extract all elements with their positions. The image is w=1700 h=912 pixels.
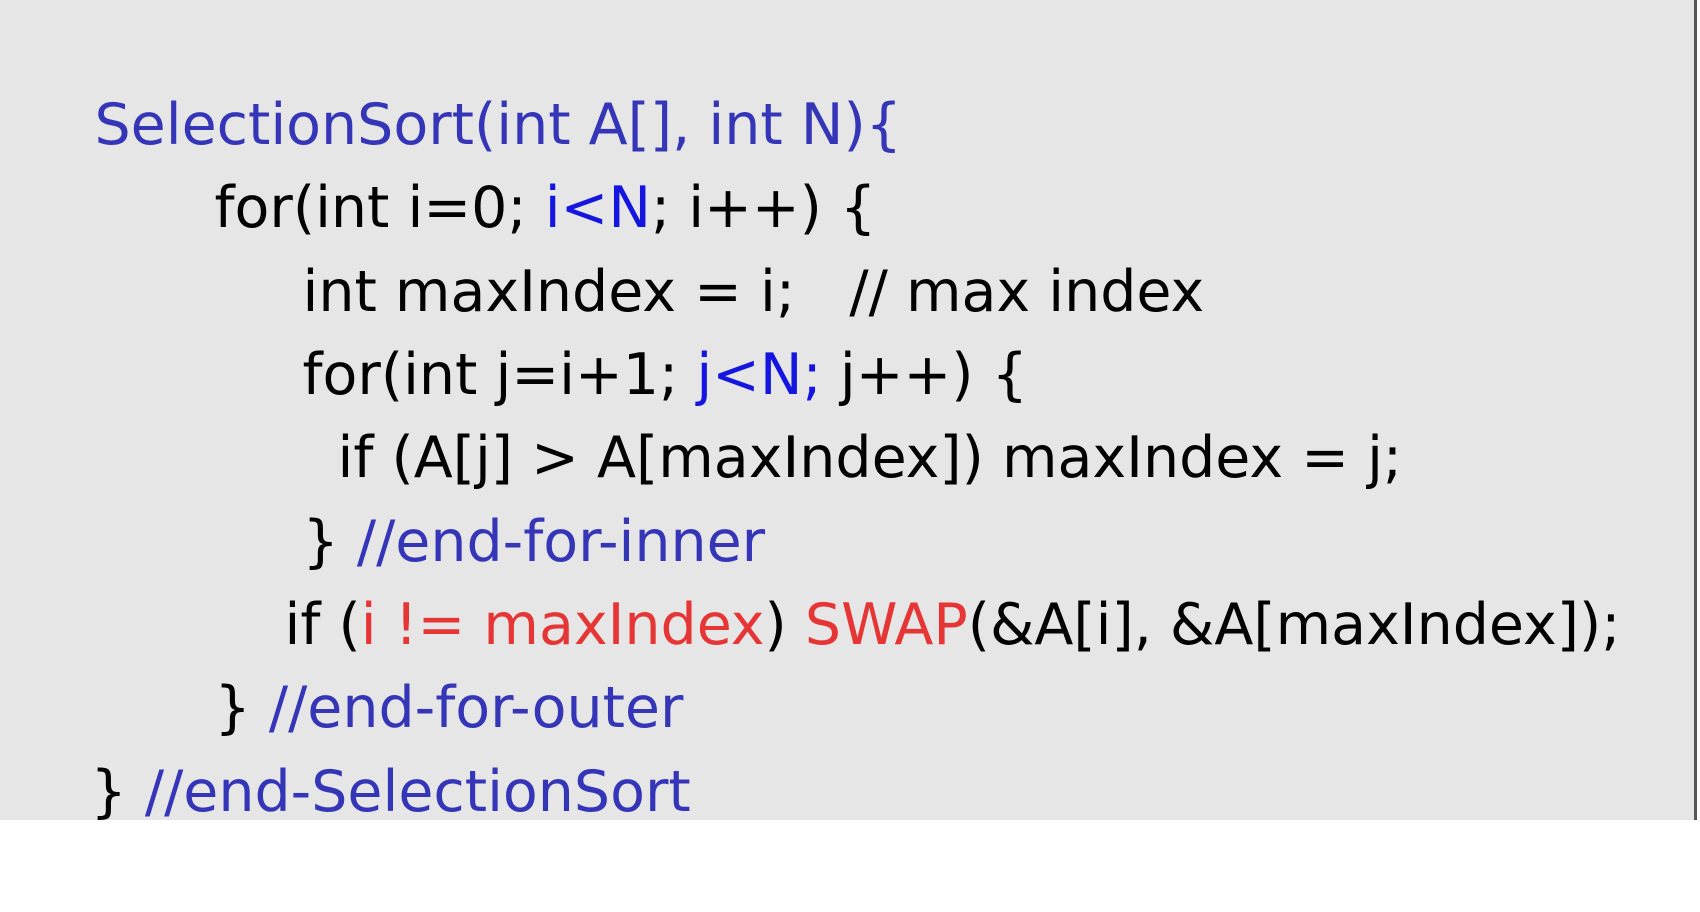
code-panel: SelectionSort(int A[], int N){ for(int i… <box>0 0 1697 825</box>
code-line-9: } //end-SelectionSort <box>18 672 690 825</box>
inner-for-tail: j++) { <box>821 342 1028 408</box>
swap-call: SWAP <box>804 592 968 658</box>
swap-arguments: (&A[i], &A[maxIndex]); <box>967 592 1621 658</box>
swap-if-close: ) <box>764 592 805 658</box>
outer-loop-condition: i<N <box>544 175 651 241</box>
code-line-8: } //end-for-outer <box>142 588 683 741</box>
end-for-outer-comment: //end-for-outer <box>268 675 684 741</box>
end-for-inner-comment: //end-for-inner <box>356 509 766 575</box>
outer-for-head: for(int i=0; <box>214 175 545 241</box>
code-line-1: SelectionSort(int A[], int N){ <box>22 5 901 158</box>
compare-statement: if (A[j] > A[maxIndex]) maxIndex = j; <box>337 425 1403 491</box>
code-line-3: int maxIndex = i; // max index <box>230 172 1204 325</box>
function-close-brace: } <box>90 759 145 825</box>
code-line-5: if (A[j] > A[maxIndex]) maxIndex = j; <box>265 338 1402 491</box>
code-line-2: for(int i=0; i<N; i++) { <box>142 88 876 241</box>
inner-for-head: for(int j=i+1; <box>302 342 697 408</box>
outer-close-brace: } <box>214 675 269 741</box>
code-line-4: for(int j=i+1; j<N; j++) { <box>230 255 1027 408</box>
inner-loop-condition: j<N; <box>696 342 822 408</box>
swap-if-head: if ( <box>284 592 361 658</box>
end-selection-sort-comment: //end-SelectionSort <box>144 759 691 825</box>
code-line-7: if (i != maxIndex) SWAP(&A[i], &A[maxInd… <box>212 505 1620 658</box>
outer-for-tail: ; i++) { <box>650 175 877 241</box>
max-index-declaration: int maxIndex = i; // max index <box>302 259 1205 325</box>
code-line-6: } //end-for-inner <box>230 422 765 575</box>
inner-close-brace: } <box>302 509 357 575</box>
function-signature: SelectionSort(int A[], int N){ <box>94 92 902 158</box>
swap-condition: i != maxIndex <box>360 592 765 658</box>
